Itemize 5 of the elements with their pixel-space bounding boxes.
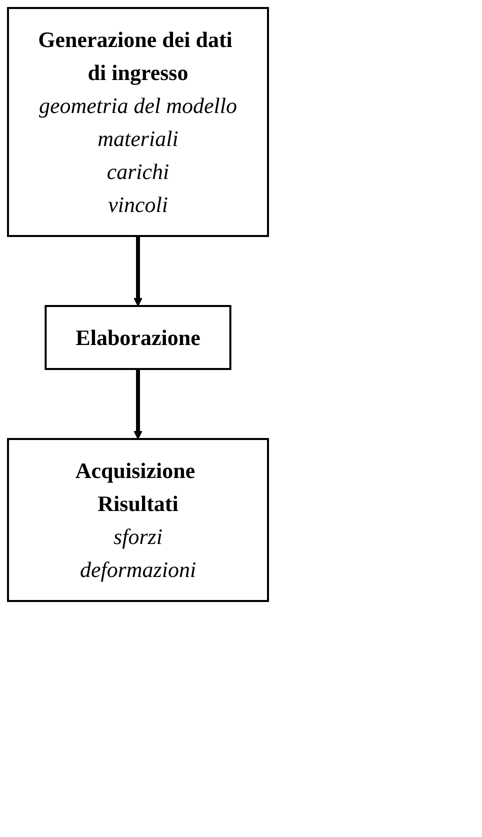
node-box: Elaborazione	[44, 305, 232, 370]
node-box: Acquisizione Risultati sforzi deformazioni	[7, 438, 269, 602]
node-box: Generazione dei dati di ingresso geometria del modello materiali carichi vincoli	[7, 7, 269, 237]
arrow	[134, 236, 142, 306]
arrow	[134, 369, 142, 440]
